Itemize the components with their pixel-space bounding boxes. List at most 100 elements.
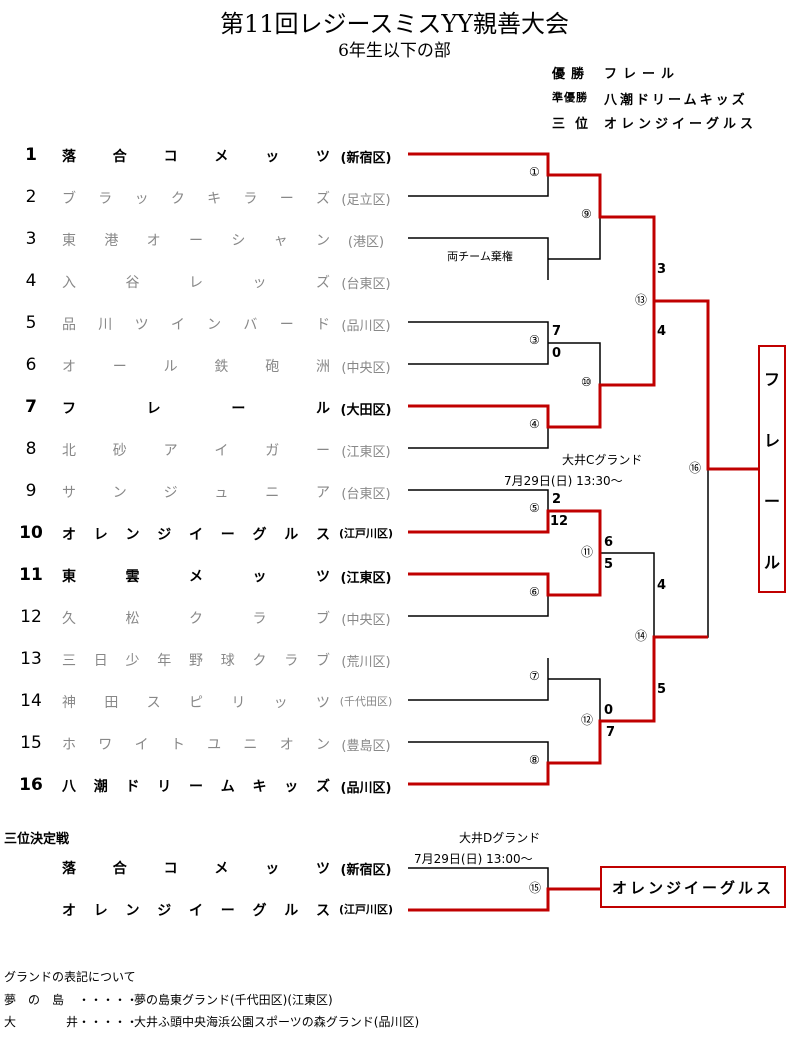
note-0-sep: ・・・・・ [78, 993, 139, 1007]
team-name: 入谷レッズ [62, 272, 330, 292]
char: ー [189, 779, 203, 795]
char: コ [163, 149, 178, 165]
char: 雲 [125, 569, 140, 585]
char: オ [62, 527, 76, 543]
note-1-key: 大井 [4, 1013, 78, 1030]
team-number: 12 [20, 607, 42, 627]
char: コ [163, 861, 178, 877]
venue-main-ground: 大井Cグランド [562, 453, 643, 467]
char: ス [146, 695, 161, 711]
match-16-label: ⑯ [689, 461, 702, 475]
third-place-heading: 三位決定戦 [4, 832, 70, 847]
team-number: 11 [19, 565, 43, 585]
notes-heading: グランドの表記について [4, 970, 136, 984]
char: ン [207, 317, 222, 333]
char: ン [125, 903, 140, 919]
char: オ [146, 233, 161, 249]
char: ュ [214, 485, 229, 501]
match-3-label: ③ [529, 333, 540, 347]
char: オ [279, 737, 294, 753]
char: ー [220, 903, 235, 919]
match-2-forfeit: 両チーム棄権 [447, 250, 513, 263]
team-ward: (港区) [347, 235, 385, 250]
team-name: オール鉄砲洲 [62, 356, 330, 376]
char: ジ [157, 903, 172, 919]
char: イ [134, 737, 149, 753]
char: ー [279, 317, 294, 333]
char: 品 [62, 317, 76, 333]
champion-char: ル [763, 552, 780, 572]
char: キ [207, 191, 222, 207]
team-name: 八潮ドリームキッズ [62, 776, 330, 796]
char: 日 [93, 653, 108, 669]
match-1-label: ① [529, 165, 540, 179]
page-subtitle: 6年生以下の部 [338, 41, 451, 61]
char: ッ [134, 191, 149, 207]
char: 落 [62, 149, 76, 165]
char: 年 [157, 653, 172, 669]
char: リ [157, 779, 172, 795]
team-ward: (台東区) [341, 487, 391, 502]
char: メ [189, 569, 203, 585]
team-ward: (足立区) [341, 193, 391, 208]
team-ward: (品川区) [341, 319, 391, 334]
char: ト [170, 737, 185, 753]
match-13-label: ⑬ [635, 293, 648, 307]
char: レ [146, 401, 161, 417]
char: ー [231, 401, 246, 417]
char: ャ [273, 233, 288, 249]
team-name: ホワイトユニオン [62, 734, 330, 754]
char: ジ [157, 527, 172, 543]
char: 島 [51, 993, 64, 1007]
char: ブ [316, 611, 330, 627]
score-m12-top: 0 [604, 703, 614, 718]
score-m11-bottom: 5 [604, 557, 614, 572]
team-ward: (江戸川区) [338, 527, 394, 540]
char: ド [125, 779, 140, 795]
char: ッ [252, 275, 267, 291]
char: ル [315, 401, 330, 417]
char: ッ [265, 861, 280, 877]
char: ー [188, 233, 203, 249]
char: 野 [189, 653, 203, 669]
char: ズ [316, 275, 330, 291]
team-name: 東港オーシャン [62, 230, 330, 250]
char: ピ [188, 695, 203, 711]
team-name: 品川ツインバード [62, 314, 330, 334]
char: 大 [4, 1015, 17, 1029]
third-place-team-a: 落合コメッツ [62, 858, 330, 878]
char: ル [284, 903, 299, 919]
third-place-ward-b: (江戸川区) [338, 903, 394, 916]
char: ツ [315, 149, 330, 165]
champion-char: フ [763, 369, 780, 389]
team-ward: (新宿区) [340, 151, 392, 166]
char: 東 [62, 569, 76, 585]
match-5-label: ⑤ [529, 501, 540, 515]
char: シ [231, 233, 246, 249]
team-number: 16 [19, 775, 43, 795]
char: 北 [62, 443, 76, 459]
char: ル [163, 359, 178, 375]
score-m14-bottom: 5 [657, 682, 667, 697]
char: 砂 [112, 443, 127, 459]
team-ward: (台東区) [341, 277, 391, 292]
score-m5-bottom: 12 [550, 514, 569, 529]
char: ー [315, 443, 330, 459]
char: ス [316, 527, 330, 543]
third-place-ground: 大井Dグランド [459, 831, 541, 845]
score-m13-bottom: 4 [657, 324, 667, 339]
char: ツ [134, 317, 149, 333]
char: ツ [315, 695, 330, 711]
note-0-key: 夢の島 [4, 991, 64, 1008]
team-name: 北砂アイガー [62, 440, 330, 460]
match-14-label: ⑭ [635, 629, 648, 643]
team-ward: (江東区) [340, 571, 392, 586]
third-place-datetime: 7月29日(日) 13:00〜 [414, 852, 533, 866]
note-0-value: 夢の島東グランド(千代田区)(江東区) [134, 993, 333, 1007]
team-ward: (中央区) [341, 613, 391, 628]
score-m12-bottom: 7 [606, 725, 616, 740]
char: 合 [112, 861, 127, 877]
char: ラ [252, 611, 267, 627]
char: 合 [112, 149, 127, 165]
char: ホ [62, 737, 76, 753]
